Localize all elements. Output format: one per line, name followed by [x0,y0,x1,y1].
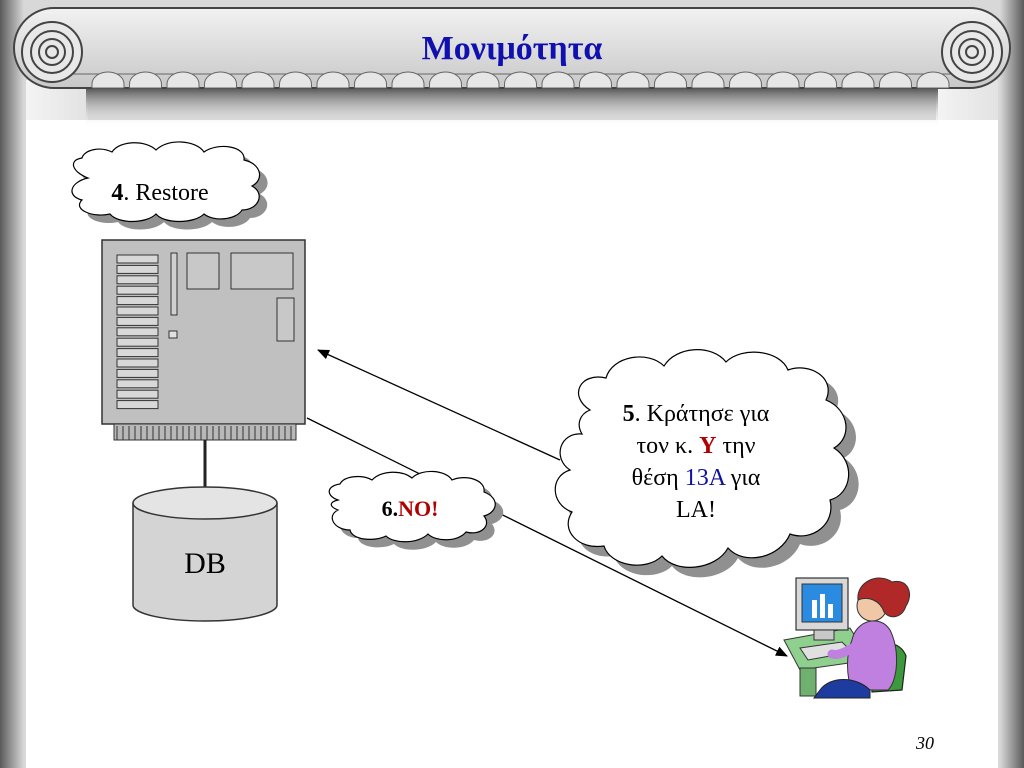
step5-line1: 5. Κράτησε για [586,398,806,430]
drive-slot [116,275,159,285]
frieze-scallop [504,71,537,89]
slide-title: Μονιμότητα [421,30,603,67]
frieze-scallop [279,71,312,89]
step5-line2: τον κ. Υ την [586,430,806,462]
frieze-scallop [354,71,387,89]
cloud-step4 [71,141,268,230]
frieze-scallop [916,71,950,89]
step5-line3-b: για [724,465,761,491]
step5-line4: LA! [676,497,716,523]
drive-slot [116,285,159,295]
frieze-scallop [541,71,575,89]
step5-line3: θέση 13A για [586,462,806,494]
step6-text: 6.NO! [350,496,470,522]
database-icon [132,486,278,622]
drive-slot [116,264,159,274]
user-computer-icon [783,577,910,699]
frieze-scallop [616,71,650,89]
db-label: DB [184,547,226,580]
frieze-scallop [729,71,762,89]
drive-slot [116,337,159,347]
drive-slot [116,358,159,368]
frieze-scallop [766,71,800,89]
page-number: 30 [916,733,934,753]
frieze-scallop [316,71,350,89]
frieze-scallop [691,71,725,89]
server-icon [101,239,306,441]
frieze-scallop [654,71,687,89]
drive-slot [116,348,159,358]
frieze-scallop [391,71,425,89]
frieze-scallop [466,71,500,89]
cloud-step6 [328,470,504,550]
step5-text: 5. Κράτησε για τον κ. Υ την θέση 13A για… [586,398,806,526]
drive-slot [116,400,159,410]
step5-line2-a: τον κ. [636,433,700,459]
step6-number: 6 [381,496,393,521]
request-arrow [317,349,561,461]
step6-separator: . [392,496,399,521]
left-volute [21,21,83,83]
step5-line2-b: την [716,433,756,459]
right-volute [941,21,1003,83]
frieze-scallop [166,71,200,89]
step5-line3-a: θέση [631,465,685,491]
drive-slot [116,368,159,378]
frieze-scallop [91,71,125,89]
step5-number: 5 [622,401,635,427]
frieze-scallop [429,71,462,89]
step4-number: 4 [111,180,124,206]
drive-slot [116,327,159,337]
frieze-scallop [129,71,162,89]
frieze-scallop [241,71,275,89]
step5-seat: 13A [684,465,725,491]
frieze-scallop [841,71,875,89]
drive-slot [116,296,159,306]
step5-line1-text: . Κράτησε για [634,401,770,427]
drive-slot [116,389,159,399]
step5-customer: Υ [699,433,717,459]
frieze-scallop [579,71,612,89]
frieze-scallop [804,71,837,89]
drive-slot [116,254,159,264]
drive-slot [116,379,159,389]
frieze-scallop [204,71,237,89]
frieze-scallop [879,71,912,89]
drive-slot [116,306,159,316]
drive-slot [116,316,159,326]
cloud-step5 [554,349,859,578]
response-arrow [306,417,788,657]
step6-label: NO! [398,496,439,521]
step4-label: . Restore [123,180,209,206]
frieze-shadow [86,88,938,128]
frieze [13,7,1011,89]
step4-text: 4. Restore [80,180,240,207]
